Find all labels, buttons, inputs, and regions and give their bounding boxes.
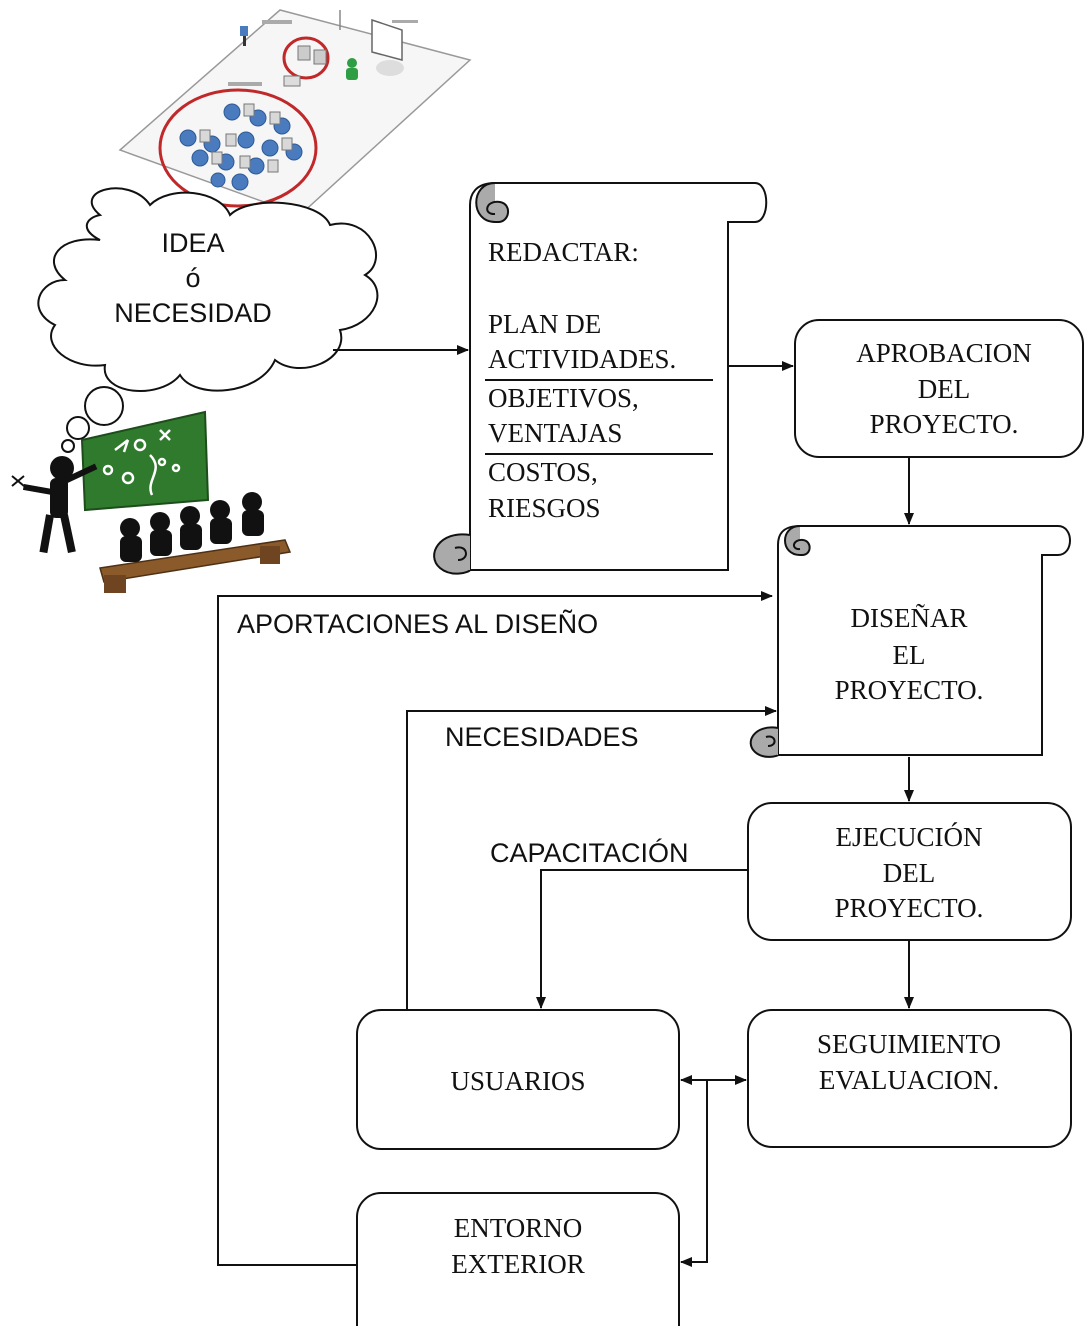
ejecucion-box: EJECUCIÓN DEL PROYECTO. bbox=[747, 802, 1072, 941]
scroll-redactar: REDACTAR: PLAN DE ACTIVIDADES. OBJETIVOS… bbox=[433, 182, 768, 575]
idea-line1: IDEA bbox=[161, 228, 224, 258]
connectors bbox=[217, 345, 914, 1267]
capacitacion-label: CAPACITACIÓN bbox=[490, 837, 689, 868]
teacher-students-illustration bbox=[11, 410, 292, 593]
disenar-line3: PROYECTO. bbox=[835, 675, 984, 705]
seguimiento-line2: EVALUACION. bbox=[819, 1065, 999, 1095]
aprobacion-box: APROBACION DEL PROYECTO. bbox=[794, 319, 1084, 458]
ejecucion-line2: DEL bbox=[883, 858, 935, 888]
redactar-heading: REDACTAR: bbox=[488, 237, 639, 267]
redactar-item3-line1: COSTOS, bbox=[488, 457, 598, 487]
disenar-line1: DISEÑAR bbox=[850, 603, 967, 633]
classroom-layout-illustration bbox=[118, 9, 472, 216]
redactar-item2-line1: OBJETIVOS, bbox=[488, 383, 639, 413]
scroll-disenar: DISEÑAR EL PROYECTO. bbox=[749, 525, 1071, 758]
redactar-item1-line1: PLAN DE bbox=[488, 309, 601, 339]
entorno-line1: ENTORNO bbox=[454, 1213, 583, 1243]
aprobacion-line2: DEL bbox=[918, 374, 970, 404]
entorno-line2: EXTERIOR bbox=[451, 1249, 584, 1279]
idea-thought-cloud: IDEA ó NECESIDAD bbox=[37, 187, 379, 453]
redactar-item2-line2: VENTAJAS bbox=[488, 418, 622, 448]
ejecucion-line1: EJECUCIÓN bbox=[836, 822, 983, 852]
usuarios-label: USUARIOS bbox=[450, 1066, 585, 1096]
aprobacion-line1: APROBACION bbox=[856, 338, 1032, 368]
redactar-item1-line2: ACTIVIDADES. bbox=[488, 344, 676, 374]
disenar-line2: EL bbox=[893, 640, 926, 670]
idea-line3: NECESIDAD bbox=[114, 298, 272, 328]
aprobacion-line3: PROYECTO. bbox=[870, 409, 1019, 439]
usuarios-box: USUARIOS bbox=[356, 1009, 680, 1150]
redactar-item3-line2: RIESGOS bbox=[488, 493, 601, 523]
idea-line2: ó bbox=[185, 263, 200, 293]
ejecucion-line3: PROYECTO. bbox=[835, 893, 984, 923]
aportaciones-label: APORTACIONES AL DISEÑO bbox=[237, 608, 598, 639]
seguimiento-line1: SEGUIMIENTO bbox=[817, 1029, 1001, 1059]
seguimiento-box: SEGUIMIENTO EVALUACION. bbox=[747, 1009, 1072, 1148]
entorno-box: ENTORNO EXTERIOR bbox=[356, 1192, 680, 1326]
necesidades-label: NECESIDADES bbox=[445, 722, 639, 752]
